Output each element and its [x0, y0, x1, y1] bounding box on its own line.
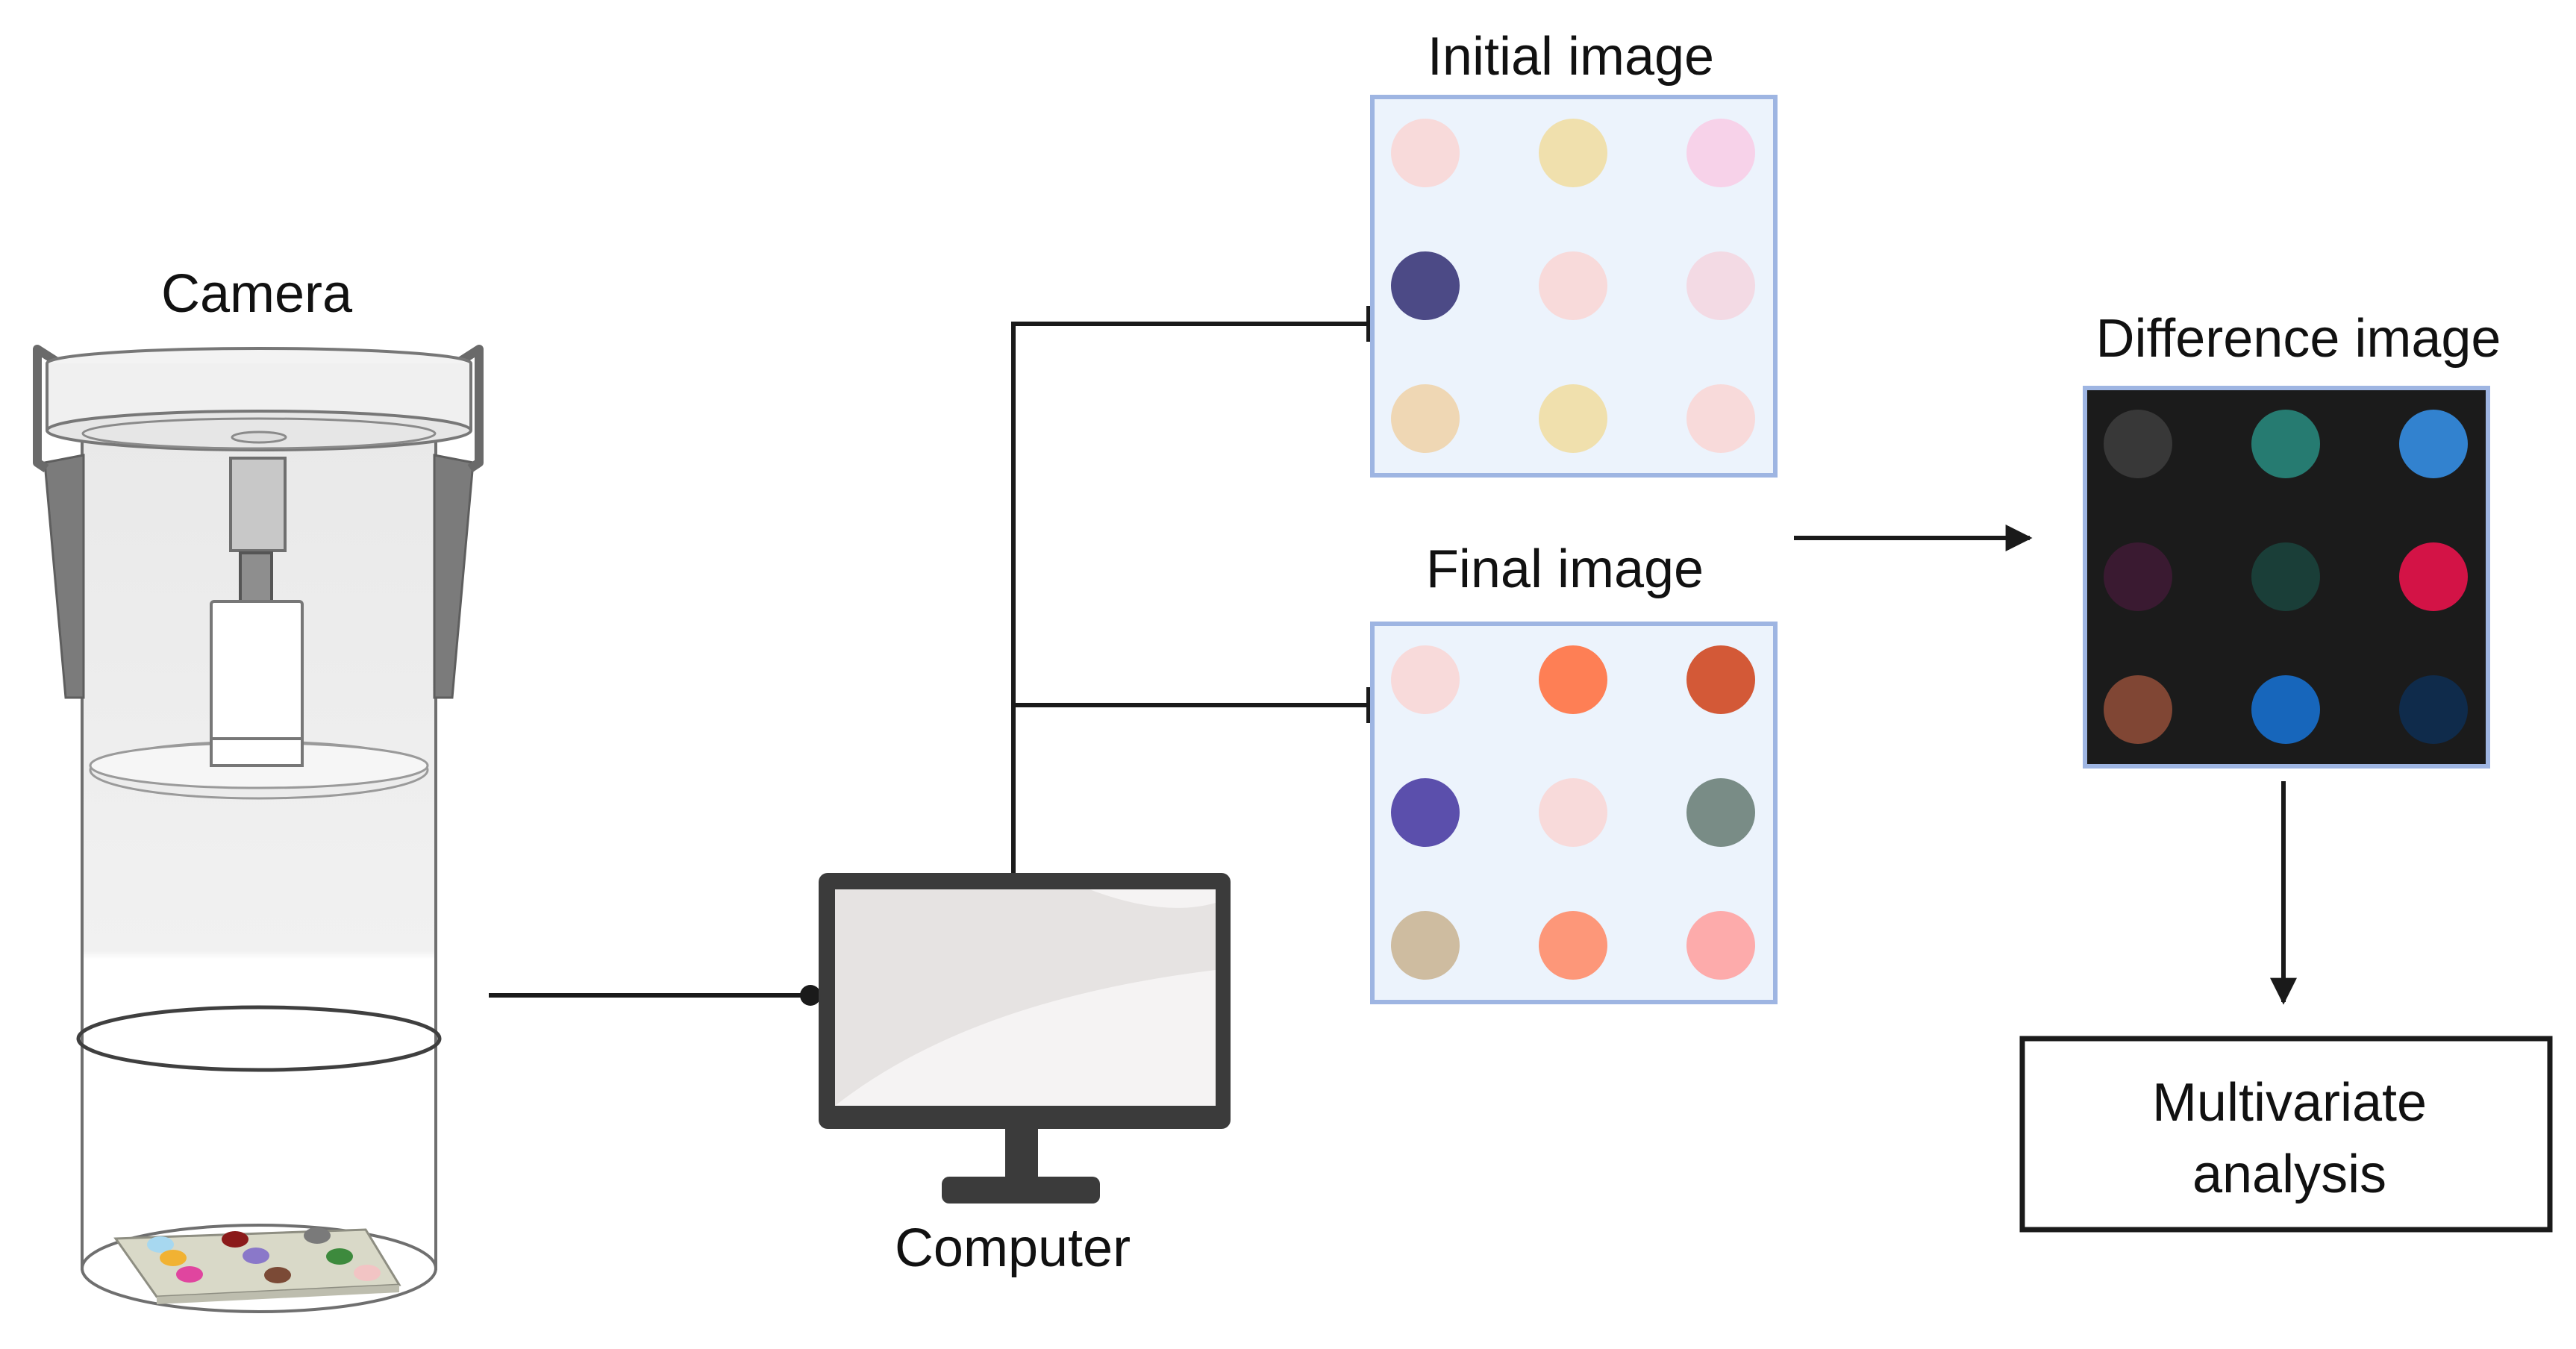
initial-dot-7 [1391, 384, 1460, 453]
initial-dot-4 [1391, 251, 1460, 320]
plate-dot-4 [160, 1250, 187, 1266]
plate-dot-6 [326, 1248, 353, 1265]
difference-image-grid [2104, 410, 2468, 744]
difference-dot-4 [2104, 542, 2172, 611]
tube-ring [76, 1005, 442, 1072]
difference-dot-2 [2251, 410, 2320, 478]
difference-dot-5 [2251, 542, 2320, 611]
final-dot-5 [1539, 778, 1607, 847]
final-dot-4 [1391, 778, 1460, 847]
camera-neck [239, 551, 273, 604]
difference-dot-7 [2104, 675, 2172, 744]
initial-image-grid [1391, 119, 1755, 453]
initial-dot-8 [1539, 384, 1607, 453]
left-clamp [43, 454, 85, 699]
final-dot-6 [1686, 778, 1755, 847]
initial-dot-1 [1391, 119, 1460, 187]
computer-monitor [819, 873, 1231, 1204]
difference-image-title: Difference image [2096, 309, 2501, 369]
plate-dot-2 [222, 1231, 248, 1248]
difference-dot-8 [2251, 675, 2320, 744]
initial-dot-9 [1686, 384, 1755, 453]
analysis-label-line2: analysis [2192, 1145, 2386, 1204]
final-dot-3 [1686, 645, 1755, 714]
difference-dot-1 [2104, 410, 2172, 478]
final-dot-2 [1539, 645, 1607, 714]
initial-dot-3 [1686, 119, 1755, 187]
final-dot-9 [1686, 911, 1755, 980]
analysis-label-line1: Multivariate [2152, 1073, 2427, 1133]
monitor-stand [942, 1177, 1100, 1204]
final-image-title: Final image [1426, 539, 1704, 599]
analysis-box [2019, 1036, 2553, 1233]
plate-dot-1 [147, 1236, 174, 1253]
initial-dot-6 [1686, 251, 1755, 320]
sample-plate [113, 1227, 401, 1304]
final-dot-8 [1539, 911, 1607, 980]
camera-mount [229, 457, 287, 552]
final-image-grid [1391, 645, 1755, 980]
initial-dot-2 [1539, 119, 1607, 187]
lid-hole [231, 431, 287, 444]
difference-dot-6 [2399, 542, 2468, 611]
plate-dot-9 [354, 1265, 381, 1281]
computer-port-dot [800, 985, 821, 1006]
connectors [489, 306, 2297, 1006]
plate-dot-7 [176, 1266, 203, 1283]
right-clamp [433, 454, 475, 699]
computer-label: Computer [895, 1218, 1131, 1278]
final-dot-1 [1391, 645, 1460, 714]
initial-image-title: Initial image [1428, 27, 1714, 87]
monitor-reflection [835, 970, 1216, 1106]
final-dot-7 [1391, 911, 1460, 980]
monitor-neck [1005, 1129, 1038, 1177]
camera-label: Camera [161, 264, 353, 324]
plate-dot-8 [264, 1267, 291, 1283]
difference-dot-3 [2399, 410, 2468, 478]
difference-dot-9 [2399, 675, 2468, 744]
plate-dot-5 [243, 1248, 269, 1264]
camera-apparatus [33, 345, 484, 1313]
plate-dot-3 [304, 1227, 331, 1244]
initial-dot-5 [1539, 251, 1607, 320]
